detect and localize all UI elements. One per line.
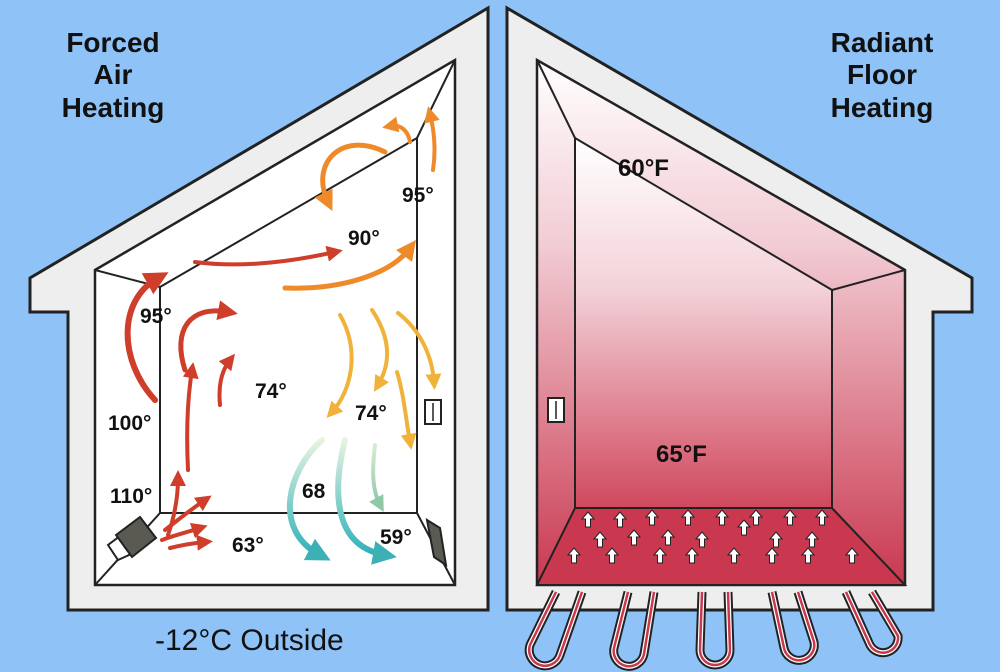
forced-air-title: Forced Air Heating [62, 27, 165, 123]
mild-air-arrow [396, 311, 442, 390]
air-flow-arrows [124, 106, 442, 565]
return-vent-icon [425, 517, 448, 568]
temp-label: 59° [380, 526, 412, 549]
title-line: Air [94, 59, 133, 90]
heat-up-arrow-icon [660, 529, 676, 546]
heat-up-arrow-icon [768, 531, 784, 548]
title-line: Heating [62, 92, 165, 123]
title-line: Radiant [831, 27, 934, 58]
temp-label: 63° [232, 534, 264, 557]
heat-up-arrow-icon [748, 509, 764, 526]
temp-label: 68 [302, 480, 326, 503]
forced-air-temperatures: 95° 90° 95° 74° 74° 100° 110° 68 63° 59° [108, 184, 434, 557]
heat-up-arrow-icon [652, 547, 668, 564]
warm-air-arrow [314, 142, 388, 211]
outside-temperature-label: -12°C Outside [155, 624, 344, 657]
heat-up-arrow-icon [580, 511, 596, 528]
mild-air-arrow [395, 370, 417, 450]
hot-air-arrow [168, 534, 213, 551]
heat-up-arrow-icon [814, 509, 830, 526]
heat-up-arrow-icon [644, 509, 660, 526]
heated-floor [535, 507, 908, 586]
title-line: Heating [831, 92, 934, 123]
hot-air-arrow [182, 362, 199, 472]
floor-temp-label: 65°F [656, 441, 707, 468]
mild-air-arrow [326, 313, 354, 418]
warm-air-arrow [282, 239, 416, 291]
hot-air-arrow [166, 470, 186, 537]
temp-label: 90° [348, 227, 380, 250]
heat-up-arrow-icon [804, 531, 820, 548]
radiant-floor-title: Radiant Floor Heating [831, 27, 934, 123]
rising-heat-arrows [566, 509, 860, 564]
temp-label: 74° [355, 402, 387, 425]
heat-up-arrow-icon [566, 547, 582, 564]
cool-air-arrow [369, 443, 384, 513]
heat-up-arrow-icon [680, 509, 696, 526]
temp-label: 95° [402, 184, 434, 207]
heat-up-arrow-icon [764, 547, 780, 564]
floor-vent-icon [106, 515, 158, 562]
mild-air-arrow [370, 308, 389, 392]
hot-air-arrow [193, 245, 343, 267]
hot-air-arrow [178, 300, 238, 373]
heat-up-arrow-icon [684, 547, 700, 564]
radiant-floor-house [505, 5, 974, 671]
temp-label: 100° [108, 412, 151, 435]
heat-up-arrow-icon [800, 547, 816, 564]
thermostat-icon [547, 397, 565, 423]
warm-air-arrow [382, 116, 412, 144]
hot-air-arrow [124, 272, 169, 403]
hot-air-arrow [163, 495, 212, 532]
thermostat-icon [424, 399, 442, 425]
heating-tubes-core [528, 591, 900, 668]
temp-label: 74° [255, 380, 287, 403]
ceiling-temp-label: 60°F [618, 155, 669, 182]
heat-up-arrow-icon [694, 531, 710, 548]
hot-air-arrow [160, 522, 208, 542]
heat-up-arrow-icon [612, 511, 628, 528]
cool-air-arrow [335, 437, 397, 565]
heat-up-arrow-icon [736, 519, 752, 536]
heat-up-arrow-icon [592, 531, 608, 548]
title-line: Floor [847, 59, 917, 90]
heat-up-arrow-icon [782, 509, 798, 526]
warm-air-arrow [424, 106, 440, 172]
hot-air-arrow [217, 353, 235, 407]
temp-label: 110° [110, 485, 152, 508]
heat-up-arrow-icon [844, 547, 860, 564]
title-line: Forced [66, 27, 159, 58]
temp-label: 95° [140, 305, 172, 328]
heat-up-arrow-icon [714, 509, 730, 526]
heat-up-arrow-icon [726, 547, 742, 564]
heat-up-arrow-icon [604, 547, 620, 564]
heat-up-arrow-icon [626, 529, 642, 546]
cool-air-arrow [286, 437, 331, 561]
